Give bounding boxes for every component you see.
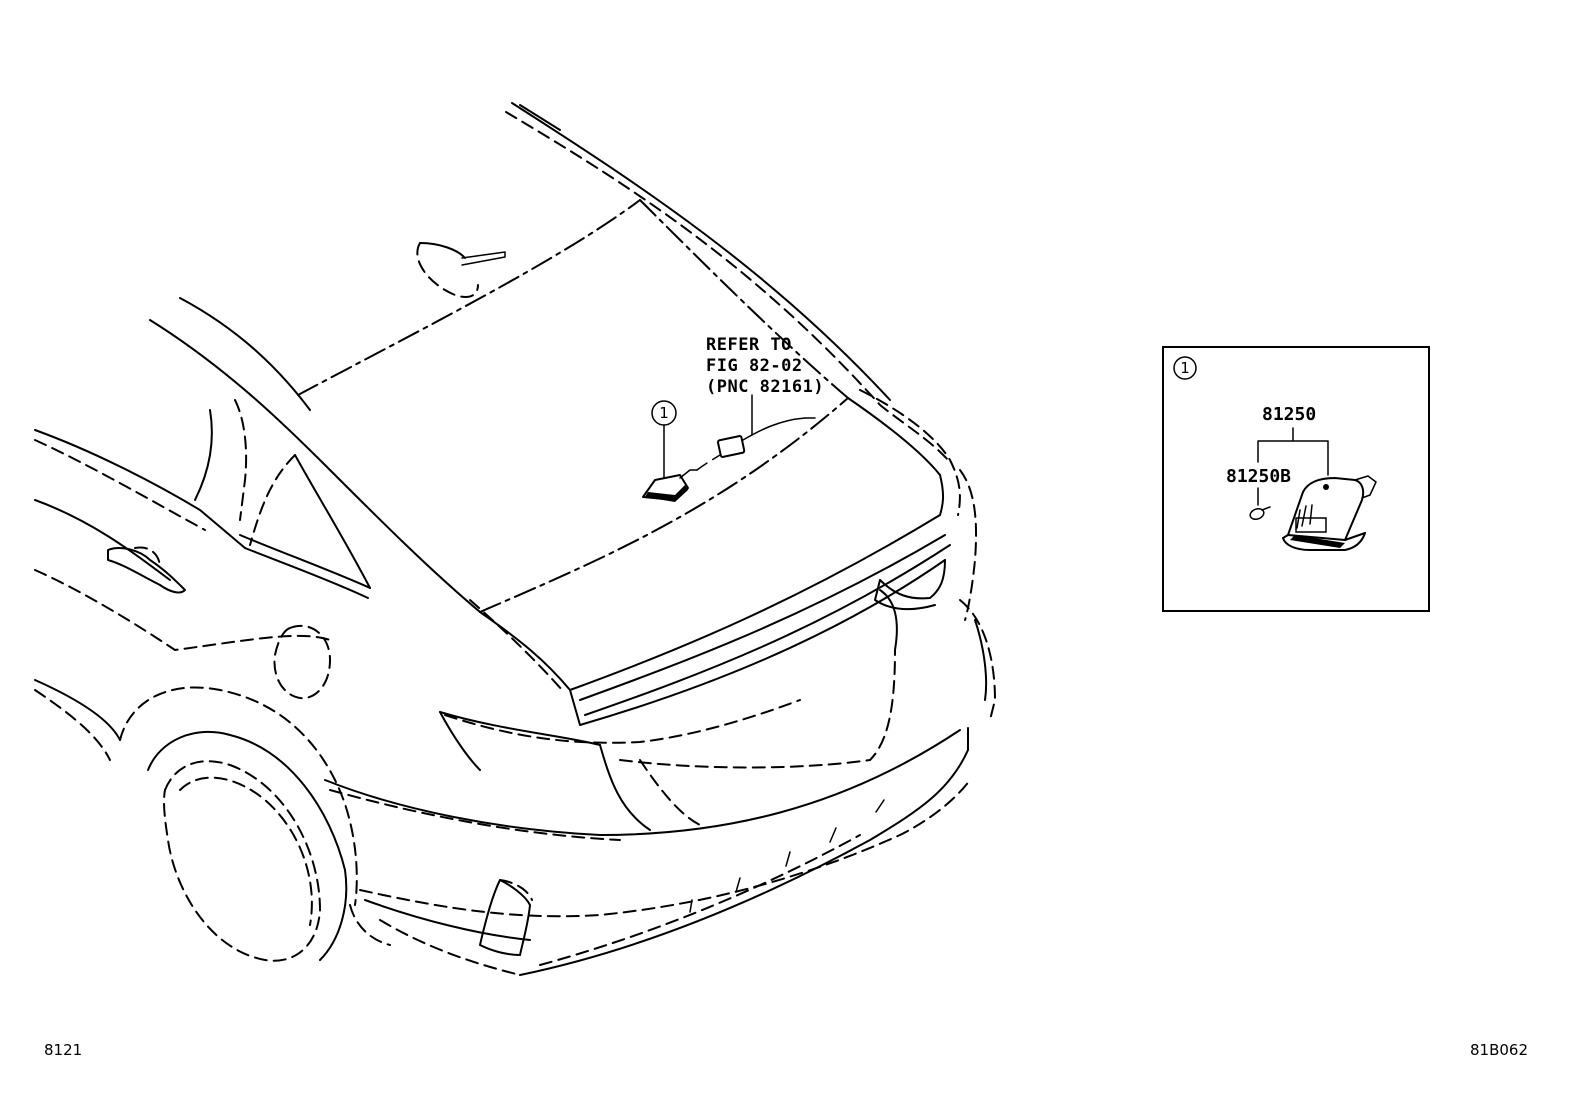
callout-number: 1: [659, 404, 669, 422]
license-plate-lamp-installed: [642, 454, 721, 502]
refer-line-1: REFER TO: [706, 335, 792, 355]
bulb-icon: [1249, 506, 1271, 521]
detail-box: 1 81250 81250B: [1162, 346, 1430, 612]
detail-box-marker: 1: [1180, 359, 1190, 377]
wire-harness-connector: [716, 394, 816, 458]
footer-right-code: 81B062: [1470, 1041, 1528, 1059]
callout-marker-on-car: 1: [651, 400, 677, 479]
part-number-81250: 81250: [1262, 404, 1316, 425]
vehicle-rear-outline: [34, 102, 996, 976]
license-lamp-assembly-icon: [1282, 475, 1377, 551]
refer-line-3: (PNC 82161): [706, 377, 824, 397]
refer-to-note: REFER TO FIG 82-02 (PNC 82161): [706, 335, 824, 397]
part-number-81250b: 81250B: [1226, 466, 1291, 487]
refer-line-2: FIG 82-02: [706, 356, 803, 376]
footer-left-code: 8121: [44, 1041, 82, 1059]
